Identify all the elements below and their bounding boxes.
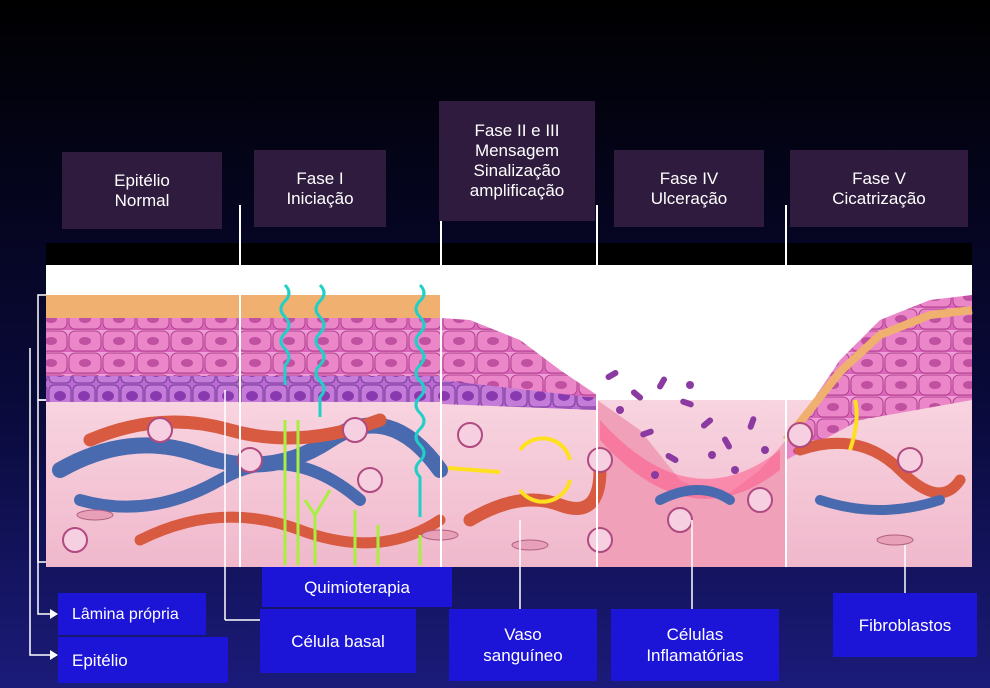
basal-cell-layer <box>46 376 441 402</box>
label-quimioterapia: Quimioterapia <box>262 567 452 607</box>
phase-fase-v: Fase V Cicatrização <box>790 150 968 227</box>
label-vaso-sanguineo: Vaso sanguíneo <box>449 609 597 681</box>
label-epitelio: Epitélio <box>58 637 228 683</box>
epithelium-layer <box>46 318 441 378</box>
keratin-layer <box>46 295 441 319</box>
scene-top-bar <box>46 243 972 265</box>
label-lamina-propria: Lâmina própria <box>58 593 206 635</box>
label-celulas-inflamatorias: Células Inflamatórias <box>611 609 779 681</box>
phase-epitelio-normal: Epitélio Normal <box>62 152 222 229</box>
phase-fase-ii-iii: Fase II e III Mensagem Sinalização ampli… <box>439 101 595 221</box>
label-fibroblastos: Fibroblastos <box>833 593 977 657</box>
phase-fase-iv: Fase IV Ulceração <box>614 150 764 227</box>
label-celula-basal: Célula basal <box>260 609 416 673</box>
pointer-arrowheads <box>50 609 58 660</box>
phase-fase-i: Fase I Iniciação <box>254 150 386 227</box>
